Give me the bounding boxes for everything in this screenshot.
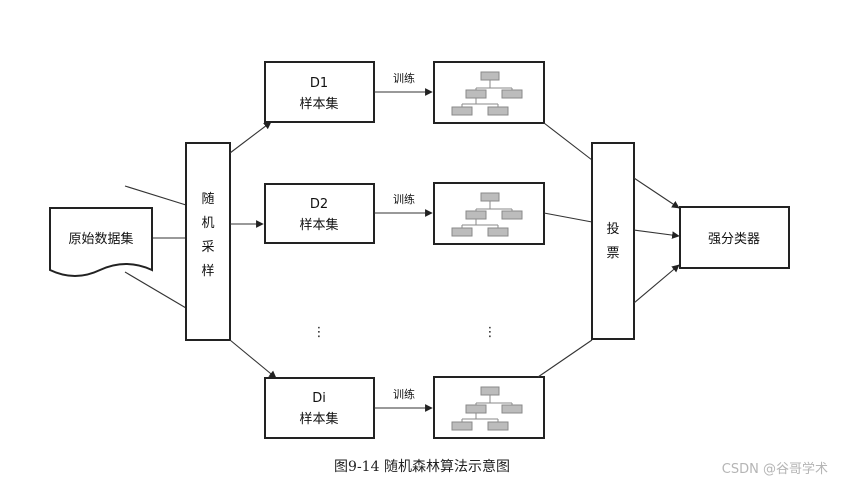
train-label-1: 训练: [393, 71, 415, 85]
sampler-char-1: 随: [201, 192, 214, 207]
tree-i: [433, 376, 545, 439]
sample-di-label: 样本集: [299, 411, 338, 427]
raw-dataset-label: 原始数据集: [68, 231, 133, 247]
sampler-char-4: 样: [201, 264, 214, 279]
sample-d2: D2 样本集: [264, 183, 375, 244]
voting-node: 投 票: [591, 142, 635, 340]
sampler-char-2: 机: [201, 216, 214, 231]
figure-caption: 图9-14 随机森林算法示意图: [334, 459, 510, 475]
decision-tree-icon: [451, 386, 523, 431]
vote-char-2: 票: [606, 246, 619, 261]
source-connectors: [124, 185, 187, 309]
sample-di: Di 样本集: [264, 377, 375, 439]
raw-dataset-node: 原始数据集: [49, 207, 153, 277]
vote-char-1: 投: [606, 221, 619, 237]
train-arrows: 训练 训练 训练: [374, 71, 433, 412]
watermark: CSDN @谷哥学术: [721, 462, 828, 477]
sample-d2-label: 样本集: [299, 217, 338, 233]
tree-to-vote-lines: [537, 122, 593, 378]
sample-d2-name: D2: [310, 197, 328, 212]
train-label-3: 训练: [393, 387, 415, 401]
sampler-char-3: 采: [201, 240, 214, 255]
sample-d1-name: D1: [310, 76, 328, 91]
sample-d1: D1 样本集: [264, 61, 375, 123]
decision-tree-icon: [451, 192, 523, 237]
random-sampling-node: 随 机 采 样: [185, 142, 231, 341]
sample-d1-label: 样本集: [299, 96, 338, 112]
sampling-arrows: [229, 121, 277, 379]
strong-classifier-node: 强分类器: [679, 206, 790, 269]
sample-di-name: Di: [312, 391, 326, 406]
trees-ellipsis: ⋮: [484, 325, 497, 340]
train-label-2: 训练: [393, 192, 415, 206]
vote-to-classifier-arrows: [633, 177, 680, 304]
strong-classifier-label: 强分类器: [708, 232, 760, 247]
samples-ellipsis: ⋮: [313, 325, 326, 340]
tree-1: [433, 61, 545, 124]
tree-2: [433, 182, 545, 245]
decision-tree-icon: [451, 71, 523, 116]
